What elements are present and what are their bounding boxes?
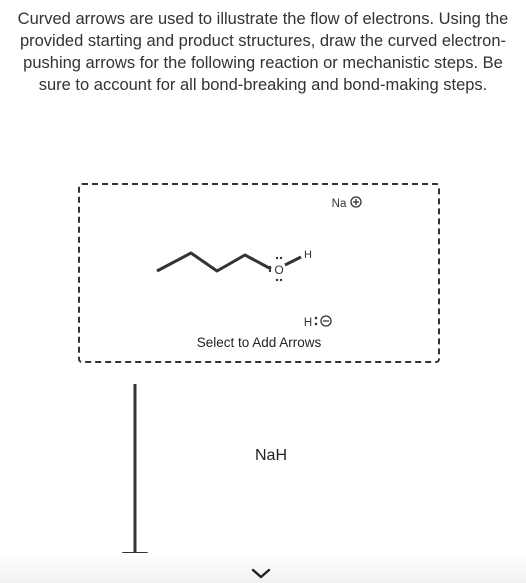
oxygen-lone-pairs bbox=[268, 256, 283, 282]
instructions-text: Curved arrows are used to illustrate the… bbox=[17, 10, 509, 94]
circled-minus-icon bbox=[320, 315, 332, 327]
reagent-label: NaH bbox=[255, 447, 288, 464]
chevron-down-icon[interactable] bbox=[251, 568, 271, 580]
arrow-drawing-area[interactable]: O H Na H Select to Add Arrows bbox=[78, 183, 440, 363]
hydride-lone-pair bbox=[314, 316, 318, 326]
circled-plus-icon bbox=[350, 196, 362, 208]
down-arrow-icon bbox=[122, 384, 148, 576]
hydroxyl-hydrogen-atom[interactable]: H bbox=[304, 249, 312, 261]
bottom-scroll-fade bbox=[0, 553, 526, 583]
sodium-atom[interactable]: Na bbox=[332, 198, 347, 210]
oxygen-atom[interactable]: O bbox=[274, 263, 283, 277]
hydride-atom[interactable]: H bbox=[304, 317, 312, 329]
molecule-structure: O H Na H bbox=[156, 196, 362, 329]
add-arrows-label: Select to Add Arrows bbox=[196, 335, 322, 350]
carbon-chain-bonds bbox=[156, 251, 272, 273]
oxygen-hydrogen-bond bbox=[284, 255, 302, 267]
